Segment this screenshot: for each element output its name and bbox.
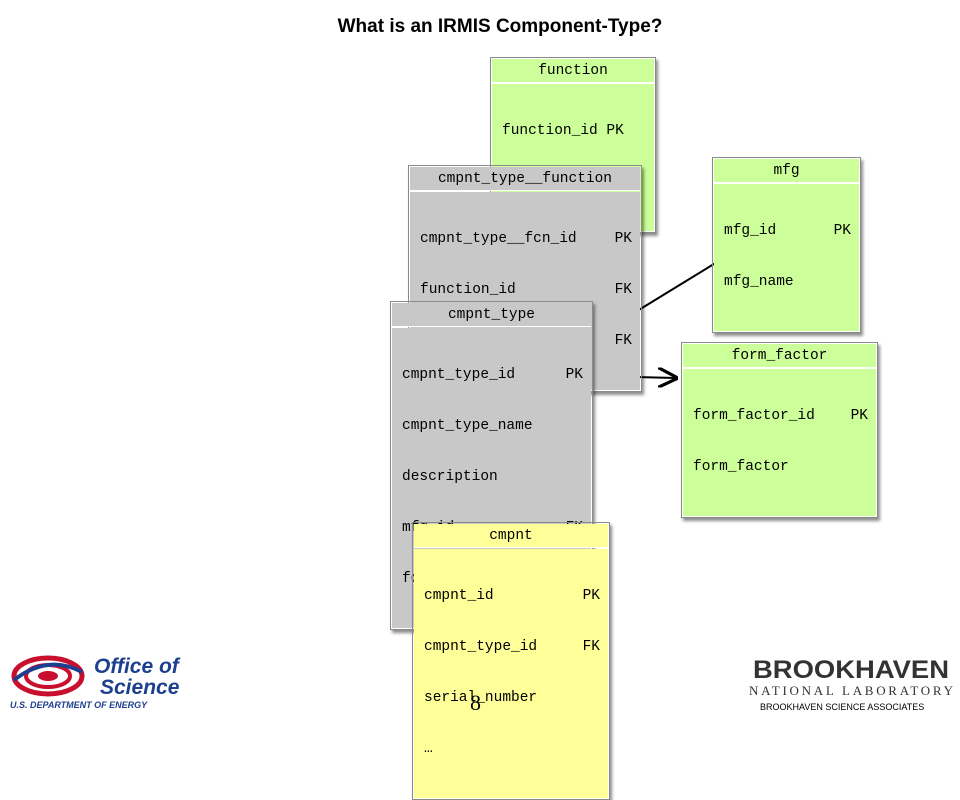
svg-text:U.S. DEPARTMENT OF ENERGY: U.S. DEPARTMENT OF ENERGY	[10, 700, 148, 710]
field-row: cmpnt_type_name	[402, 418, 533, 434]
page-number: 8	[470, 690, 481, 715]
entity-header: cmpnt_type__function	[410, 167, 640, 191]
page-title: What is an IRMIS Component-Type?	[337, 16, 663, 37]
field-row: function_id PK	[502, 123, 624, 139]
entity-header: function	[492, 59, 654, 83]
field-row: mfg_name	[724, 274, 794, 290]
svg-text:NATIONAL LABORATORY: NATIONAL LABORATORY	[749, 683, 954, 698]
svg-text:Science: Science	[100, 676, 180, 699]
entity-header: cmpnt	[414, 524, 608, 548]
brookhaven-science-associates: BROOKHAVEN SCIENCE ASSOCIATES	[760, 702, 925, 712]
doe-office-of-science-logo: Office of Science U.S. DEPARTMENT OF ENE…	[10, 655, 181, 710]
field-row: description	[402, 469, 498, 485]
field-row: …	[424, 741, 433, 757]
entity-header: mfg	[714, 159, 859, 183]
entity-header: form_factor	[683, 344, 876, 368]
field-row: serial_number	[424, 690, 538, 706]
entity-header: cmpnt_type	[392, 303, 591, 327]
field-row: form_factor	[693, 459, 789, 475]
brookhaven-logo: BROOKHAVEN NATIONAL LABORATORY	[749, 656, 954, 698]
svg-text:Office of: Office of	[94, 655, 181, 678]
doe-swirl-icon	[11, 655, 85, 697]
svg-text:BROOKHAVEN: BROOKHAVEN	[753, 656, 949, 684]
